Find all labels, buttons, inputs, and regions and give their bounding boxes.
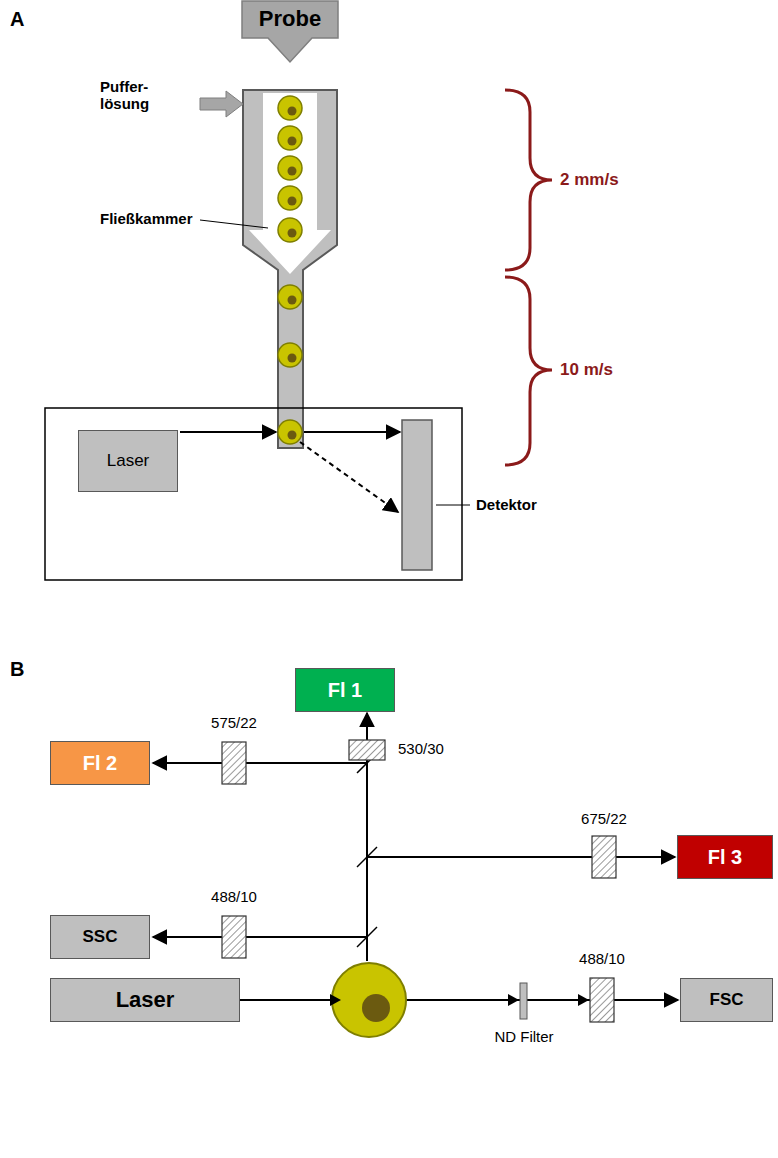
instrument-housing xyxy=(45,408,462,580)
panel-letter: B xyxy=(10,658,24,681)
bandpass-filters xyxy=(222,740,616,1022)
path-arrowheads xyxy=(330,994,589,1006)
light-path xyxy=(367,856,675,858)
filter-label: 488/10 xyxy=(211,888,257,905)
laser-box: Laser xyxy=(50,978,240,1022)
inlet-label: Puffer- lösung xyxy=(100,78,172,113)
light-path xyxy=(180,431,276,433)
node-text: Laser xyxy=(107,451,150,471)
detector-box: Fl 2 xyxy=(50,741,150,785)
detector-box: Fl 1 xyxy=(295,668,395,712)
node-text: Fl 3 xyxy=(708,846,742,869)
light-path xyxy=(153,762,367,764)
node-text: SSC xyxy=(83,927,118,947)
flow-chamber xyxy=(243,90,337,448)
node-text: FSC xyxy=(710,990,744,1010)
detector-box: Fl 3 xyxy=(677,835,773,879)
sample-arrow: Probe xyxy=(240,0,340,64)
cell xyxy=(332,963,406,1037)
flow-arrow xyxy=(249,93,331,274)
filter-label: 575/22 xyxy=(211,714,257,731)
node-text: Fl 2 xyxy=(83,752,117,775)
panel-letter: A xyxy=(10,8,24,31)
scatter-path xyxy=(300,442,398,512)
filter-label: 488/10 xyxy=(579,950,625,967)
buffer-arrow xyxy=(200,91,243,117)
leader-line xyxy=(436,505,470,506)
cells xyxy=(278,96,302,444)
speed-brace xyxy=(505,90,552,270)
speed-label: 2 mm/s xyxy=(560,170,619,190)
filter-label: ND Filter xyxy=(494,1028,553,1045)
speed-label: 10 m/s xyxy=(560,360,613,380)
laser-box: Laser xyxy=(78,430,178,492)
nucleus xyxy=(362,994,390,1022)
part-label: Detektor xyxy=(476,496,537,513)
filter-label: 530/30 xyxy=(398,740,444,757)
detector xyxy=(402,420,432,570)
node-text: Fl 1 xyxy=(328,679,362,702)
part-label: Fließkammer xyxy=(100,210,193,227)
nd-filter xyxy=(520,983,527,1019)
node-text: Probe xyxy=(259,0,321,38)
nuclei xyxy=(288,107,297,440)
node-text: Laser xyxy=(116,987,175,1013)
leader-line xyxy=(200,220,268,228)
light-path xyxy=(304,431,400,433)
detector-box: SSC xyxy=(50,915,150,959)
speed-brace xyxy=(505,277,552,465)
light-path xyxy=(153,936,367,938)
detector-box: FSC xyxy=(680,978,773,1022)
mirrors xyxy=(357,753,377,947)
filter-label: 675/22 xyxy=(581,810,627,827)
